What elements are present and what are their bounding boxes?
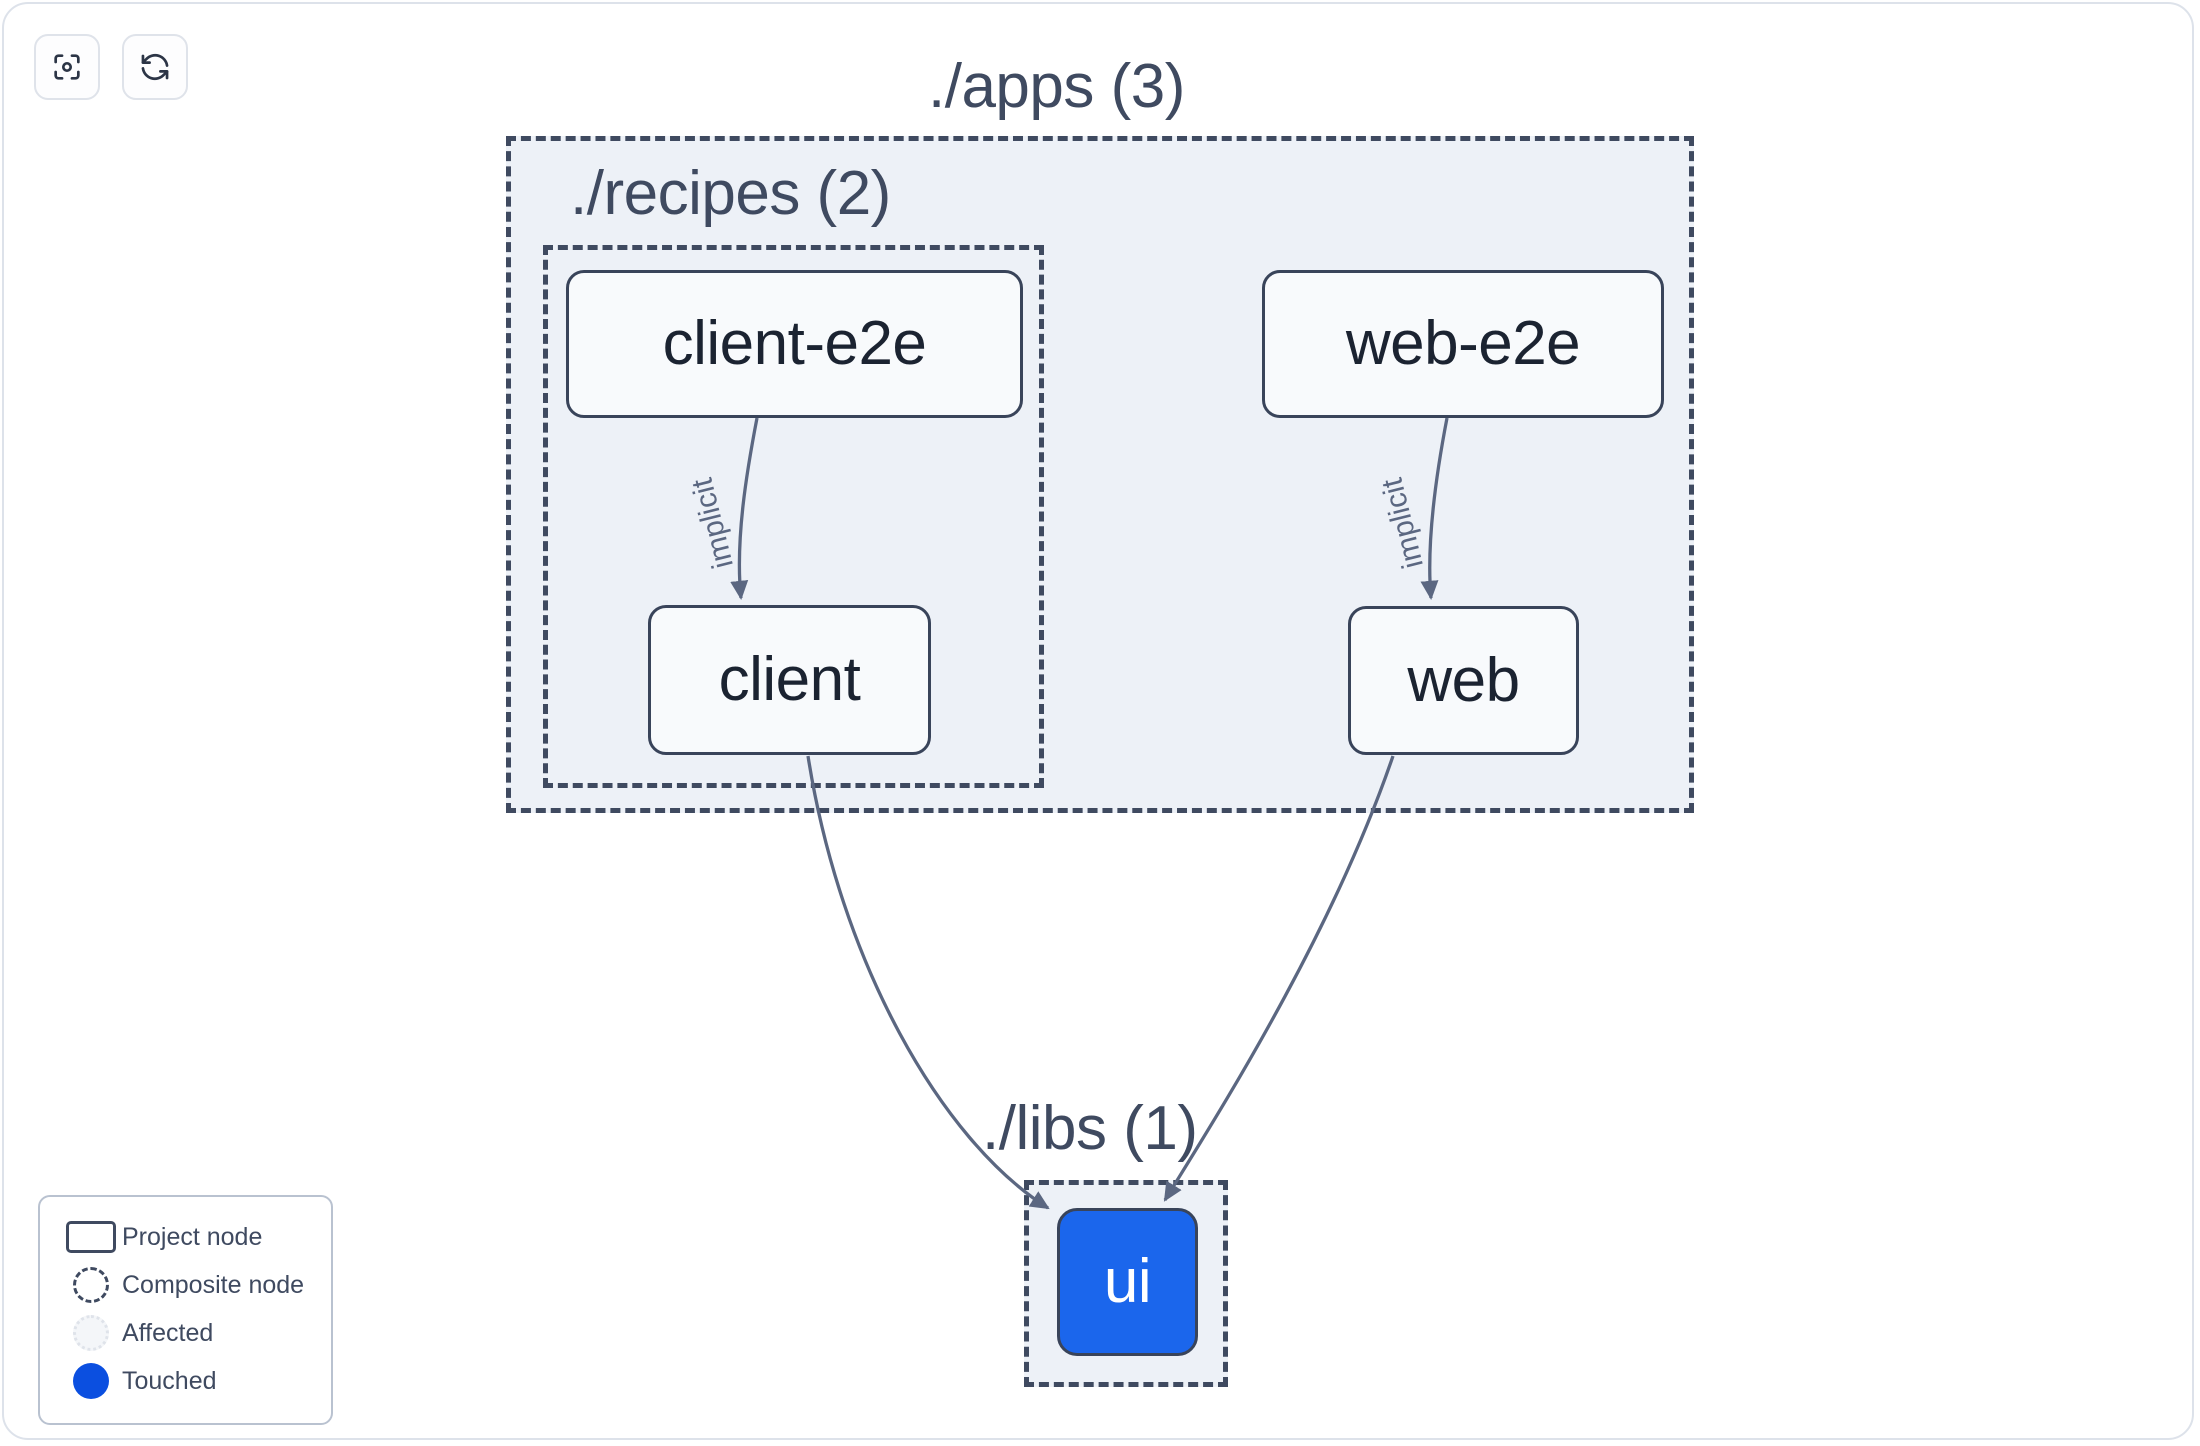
legend-item-composite-node: Composite node — [60, 1261, 311, 1309]
project-node-client-e2e[interactable]: client-e2e — [566, 270, 1023, 418]
legend-label: Touched — [122, 1366, 217, 1395]
composite-group-libs-label[interactable]: ./libs (1) — [982, 1094, 1198, 1163]
legend-item-project-node: Project node — [60, 1213, 311, 1261]
composite-group-apps-label[interactable]: ./apps (3) — [928, 52, 1185, 121]
project-node-label: client-e2e — [662, 309, 927, 378]
graph-legend: Project node Composite node Affected Tou… — [38, 1195, 333, 1425]
affected-swatch — [60, 1315, 122, 1351]
legend-item-affected: Affected — [60, 1309, 311, 1357]
legend-label: Composite node — [122, 1270, 305, 1299]
graph-toolbar — [34, 34, 188, 100]
project-node-ui[interactable]: ui — [1057, 1208, 1198, 1356]
composite-group-recipes-label[interactable]: ./recipes (2) — [570, 159, 891, 228]
touched-swatch — [60, 1363, 122, 1399]
legend-label: Affected — [122, 1318, 214, 1347]
project-node-label: web-e2e — [1345, 309, 1581, 378]
focus-graph-button[interactable] — [34, 34, 100, 100]
legend-item-touched: Touched — [60, 1357, 311, 1405]
project-node-label: web — [1407, 645, 1520, 715]
project-node-swatch — [60, 1221, 122, 1253]
edge-web-to-ui[interactable] — [1163, 755, 1395, 1202]
project-node-client[interactable]: client — [648, 605, 931, 755]
project-node-label: client — [718, 645, 861, 714]
project-node-web[interactable]: web — [1348, 606, 1579, 755]
focus-target-icon — [50, 50, 84, 84]
refresh-graph-button[interactable] — [122, 34, 188, 100]
refresh-icon — [138, 50, 172, 84]
composite-node-swatch — [60, 1267, 122, 1303]
project-node-label: ui — [1103, 1247, 1152, 1316]
project-node-web-e2e[interactable]: web-e2e — [1262, 270, 1664, 418]
legend-label: Project node — [122, 1222, 263, 1251]
